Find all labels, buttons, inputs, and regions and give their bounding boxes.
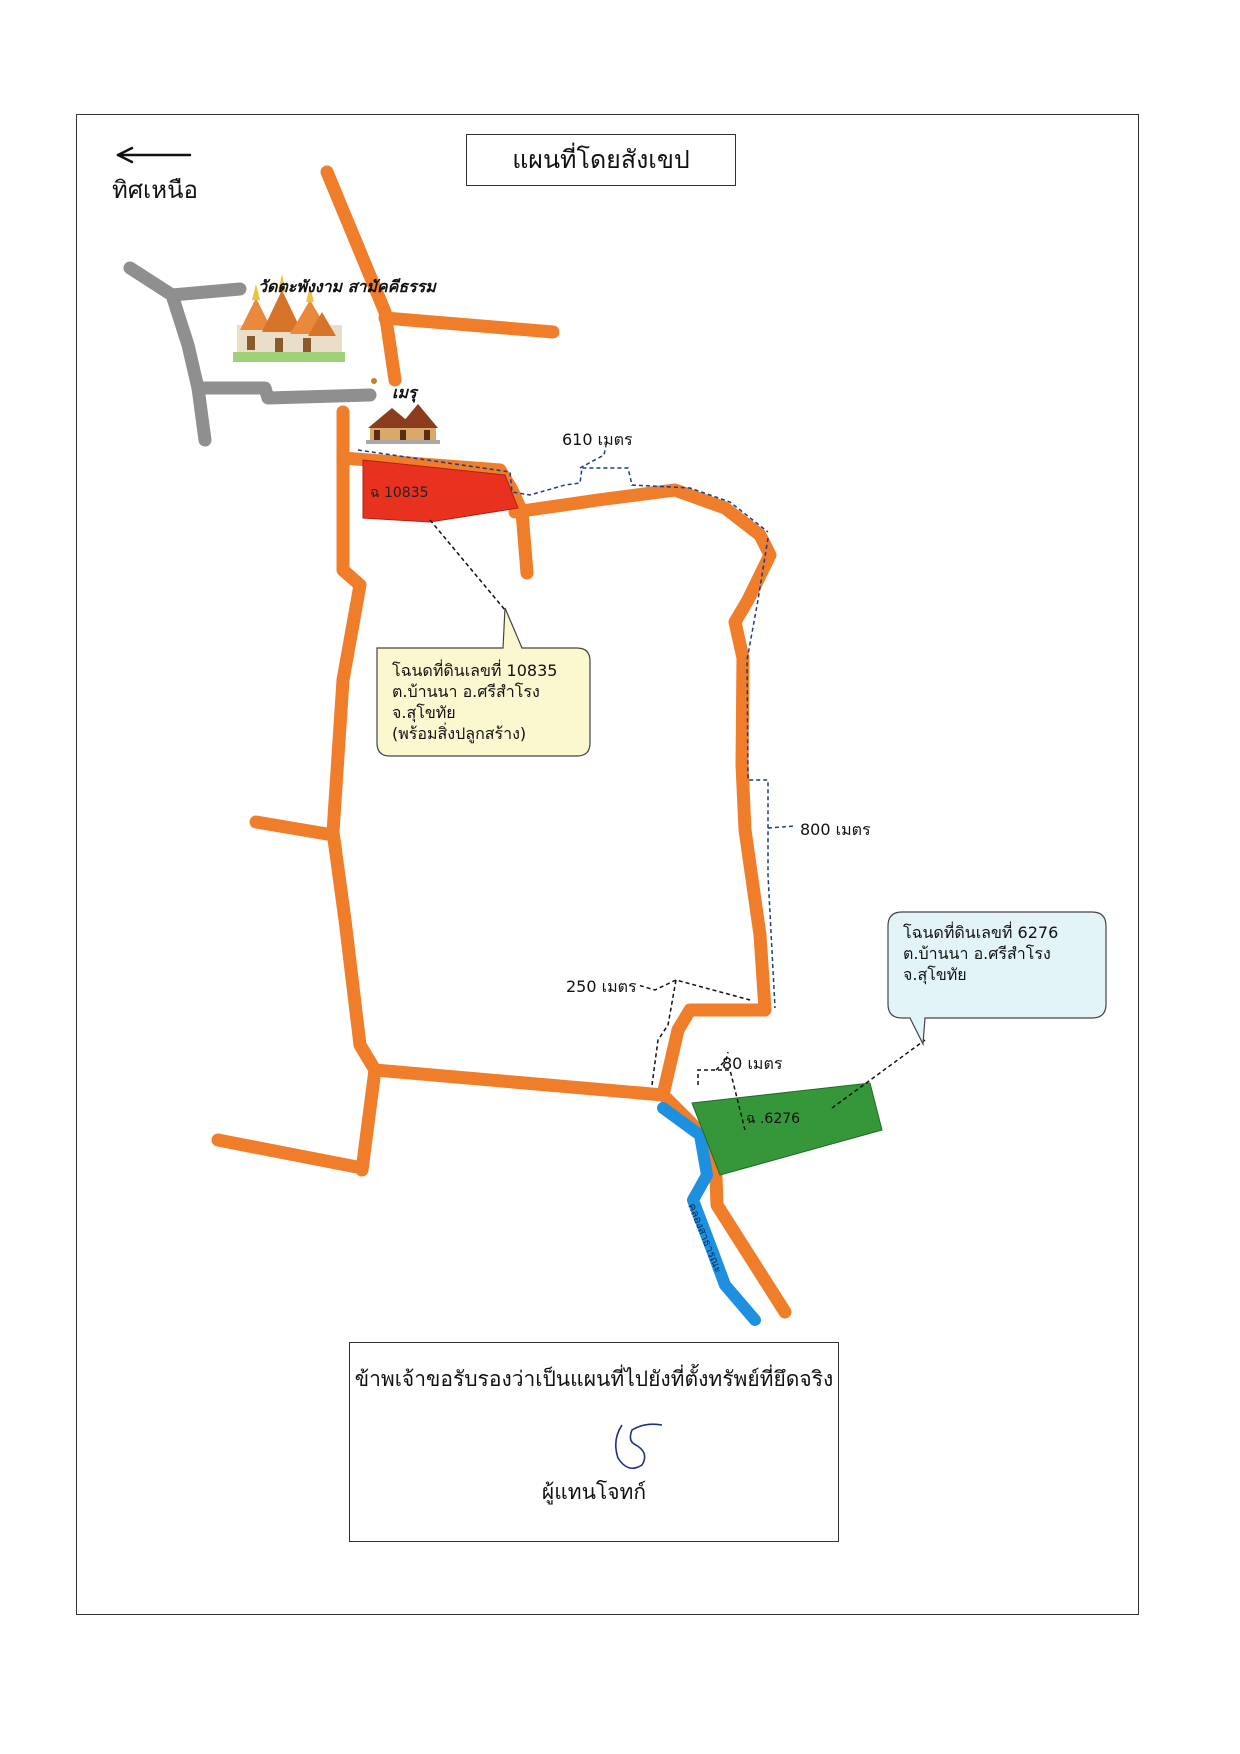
road-west-spine [326, 405, 382, 1177]
certification-role: ผู้แทนโจทก์ [541, 1480, 647, 1504]
map-frame [76, 114, 1139, 1615]
callout-10835-line: (พร้อมสิ่งปลูกสร้าง) [392, 724, 527, 743]
callout-6276-line: ต.บ้านนา อ.ศรีสำโรง [903, 944, 1051, 963]
plot-10835-shape [362, 459, 519, 523]
plot-10835-label: ฉ 10835 [370, 485, 429, 501]
secondary-roads [123, 261, 377, 447]
north-label: ทิศเหนือ [112, 176, 198, 204]
callout-6276-text: โฉนดที่ดินเลขที่ 6276 ต.บ้านนา อ.ศรีสำโร… [903, 922, 1058, 985]
callout-6276-line: จ.สุโขทัย [903, 965, 967, 984]
distance-lines [357, 444, 796, 1009]
gray-road-west [123, 261, 212, 447]
dist-610-line [357, 449, 769, 533]
plot-6276-shape [691, 1082, 883, 1176]
callout-6276-box [887, 911, 1107, 1047]
leader-6276 [831, 1039, 926, 1109]
callout-10835-line: โฉนดที่ดินเลขที่ 10835 [392, 661, 558, 680]
gray-road-branch-upper [165, 282, 247, 302]
dist-250-tick [637, 979, 677, 991]
road-north-east [378, 311, 560, 339]
road-southwest-stub [211, 1133, 369, 1175]
dist-800-tick [767, 825, 796, 829]
certification-box: ข้าพเจ้าขอรับรองว่าเป็นแผนที่ไปยังที่ตั้… [349, 1342, 839, 1542]
dist-610-tick [579, 444, 607, 469]
gray-road-branch-lower [191, 381, 377, 405]
road-west-stub [249, 815, 340, 842]
signature-mark [614, 1423, 663, 1470]
dist-800-line [746, 537, 776, 1009]
road-south-east [368, 1063, 670, 1102]
dist-80-tick [715, 1051, 729, 1071]
callout-10835-line: ต.บ้านนา อ.ศรีสำโรง [392, 682, 540, 701]
canal-line [657, 1102, 761, 1326]
temple-label: วัดตะพังงาม สามัคคีธรรม [258, 277, 436, 296]
distance-80-label: 80 เมตร [722, 1054, 783, 1073]
callout-6276-line: โฉนดที่ดินเลขที่ 6276 [903, 923, 1059, 942]
pavilion-icon [366, 378, 440, 444]
dist-80-line [697, 1069, 746, 1131]
map-title: แผนที่โดยสังเขป [466, 134, 736, 186]
callout-10835-box [376, 607, 591, 757]
callout-10835-line: จ.สุโขทัย [392, 703, 456, 722]
distance-250-label: 250 เมตร [566, 977, 637, 996]
certification-statement: ข้าพเจ้าขอรับรองว่าเป็นแผนที่ไปยังที่ตั้… [354, 1367, 834, 1391]
distance-800-label: 800 เมตร [800, 820, 871, 839]
plot-6276-label: ฉ .6276 [746, 1111, 800, 1127]
distance-lines-black [429, 519, 926, 1131]
leader-10835 [429, 519, 506, 611]
dist-250-line [651, 979, 751, 1086]
distance-610-label: 610 เมตร [562, 430, 633, 449]
temple-icon [233, 274, 345, 362]
left-arrow-icon [116, 146, 192, 164]
road-east-loop [508, 483, 777, 1102]
meru-label: เมรุ [392, 383, 417, 402]
callout-10835-text: โฉนดที่ดินเลขที่ 10835 ต.บ้านนา อ.ศรีสำโ… [392, 660, 557, 744]
